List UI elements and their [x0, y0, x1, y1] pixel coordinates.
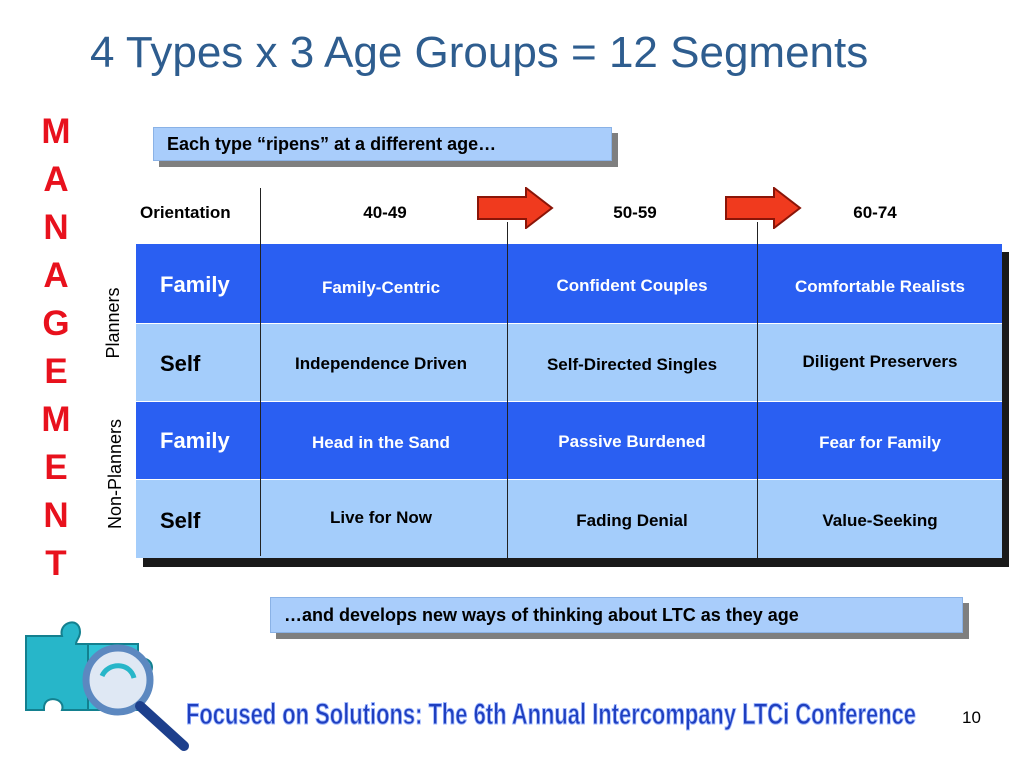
grid-row-nonplanners-self: Self Live for Now Fading Denial Value-Se… — [136, 480, 1002, 558]
callout-top: Each type “ripens” at a different age… — [153, 127, 612, 161]
vertical-letter: N — [43, 496, 69, 535]
vertical-letter: E — [44, 448, 68, 487]
page-number: 10 — [962, 708, 981, 727]
segment-cell: Confident Couples — [556, 276, 708, 295]
vertical-letter: A — [43, 256, 69, 295]
header-age-50-59: 50-59 — [613, 203, 657, 222]
vertical-letter: T — [45, 544, 67, 583]
vertical-letter: N — [43, 208, 69, 247]
row-label: Self — [160, 508, 201, 533]
header-age-40-49: 40-49 — [363, 203, 407, 222]
grid-column-divider — [507, 222, 508, 558]
puzzle-magnifier-logo-icon — [25, 621, 189, 751]
grid-divider — [136, 323, 1002, 324]
vertical-letter: M — [41, 112, 71, 151]
segment-cell: Value-Seeking — [822, 511, 938, 530]
vertical-letter: A — [43, 160, 69, 199]
segment-cell: Live for Now — [329, 508, 432, 527]
vertical-letter: M — [41, 400, 71, 439]
segment-cell: Self-Directed Singles — [546, 355, 718, 374]
segment-cell: Passive Burdened — [558, 432, 706, 451]
grid-row-nonplanners-family: Family Head in the Sand Passive Burdened… — [136, 402, 1002, 480]
segment-grid: Family Family-Centric Confident Couples … — [136, 244, 1002, 558]
segment-cell: Head in the Sand — [312, 433, 450, 452]
segment-cell: Fear for Family — [819, 433, 941, 452]
callout-bottom: …and develops new ways of thinking about… — [270, 597, 963, 633]
grid-row-planners-self: Self Independence Driven Self-Directed S… — [136, 324, 1002, 402]
header-orientation: Orientation — [140, 203, 231, 222]
conference-footer-banner: Focused on Solutions: The 6th Annual Int… — [186, 698, 917, 732]
slide-title: 4 Types x 3 Age Groups = 12 Segments — [90, 28, 869, 77]
grid-divider — [136, 401, 1002, 402]
group-label-planners: Planners — [103, 287, 123, 359]
row-label: Family — [160, 272, 230, 297]
grid-divider — [136, 479, 1002, 480]
segment-cell: Diligent Preservers — [802, 352, 958, 371]
vertical-letter: E — [44, 352, 68, 391]
header-age-60-74: 60-74 — [853, 203, 897, 222]
row-label: Self — [160, 351, 201, 376]
group-label-non-planners: Non-Planners — [105, 418, 125, 530]
vertical-word-management: M A N A G E M E N T — [34, 108, 78, 588]
right-arrow-icon — [477, 187, 554, 229]
segment-cell: Comfortable Realists — [794, 277, 966, 296]
grid-column-divider — [260, 188, 261, 556]
vertical-letter: G — [42, 304, 70, 343]
grid-row-planners-family: Family Family-Centric Confident Couples … — [136, 244, 1002, 324]
segment-cell: Independence Driven — [295, 354, 467, 373]
grid-column-divider — [757, 222, 758, 558]
right-arrow-icon — [725, 187, 802, 229]
row-label: Family — [160, 428, 230, 453]
segment-cell: Fading Denial — [576, 511, 688, 530]
footer-text: Focused on Solutions: The 6th Annual Int… — [186, 698, 916, 731]
segment-cell: Family-Centric — [321, 278, 441, 297]
